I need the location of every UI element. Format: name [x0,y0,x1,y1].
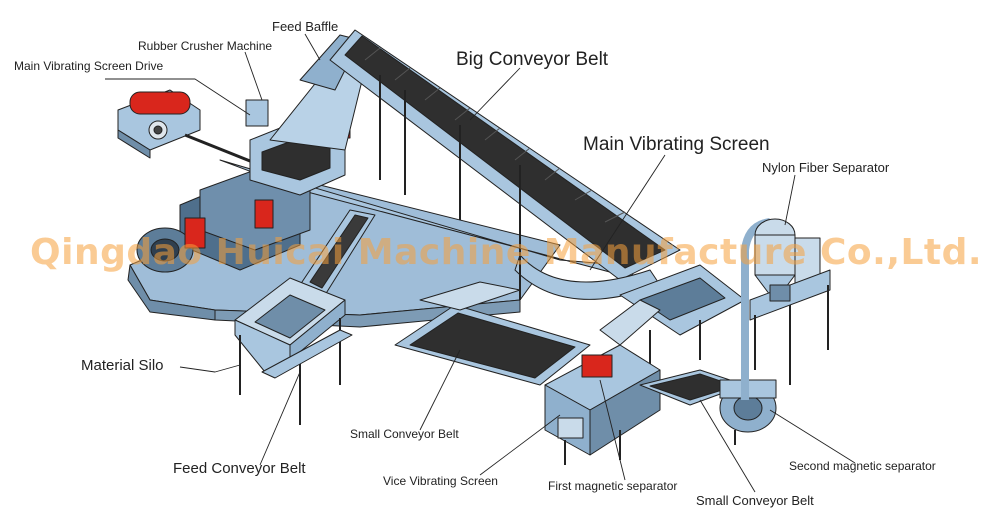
small-conveyor-belt-middle-shape [394,281,591,386]
watermark-text: Qingdao Huicai Machine Manufacture Co.,L… [30,232,981,273]
big-conveyor-belt [329,29,681,300]
vice-vibrating-screen-label: Vice Vibrating Screen [383,474,498,488]
center-incline-conveyor [299,209,376,296]
material-silo-shape [234,277,346,425]
main-vibrating-screen-label: Main Vibrating Screen [583,134,770,155]
leader-lines [105,33,856,493]
rubber-crusher-label: Rubber Crusher Machine [138,39,273,53]
nylon-fiber-separator-label: Nylon Fiber Separator [762,160,890,175]
small-conveyor-belt-label-2: Small Conveyor Belt [696,493,814,508]
main-vibrating-screen-shape [619,264,746,380]
feed-baffle-label: Feed Baffle [272,19,339,34]
small-conveyor-belt-label-1: Small Conveyor Belt [350,427,459,441]
first-magnetic-separator-label: First magnetic separator [548,479,678,493]
main-vibrating-screen-drive-label: Main Vibrating Screen Drive [14,59,164,73]
big-conveyor-belt-label: Big Conveyor Belt [456,49,609,70]
feed-conveyor-belt-label: Feed Conveyor Belt [173,460,306,477]
first-magnetic-separator-shape [544,299,661,465]
feed-conveyor-belt-shape [261,329,353,379]
material-silo-label: Material Silo [81,357,164,374]
nylon-fiber-separator-shape [741,218,831,400]
second-magnetic-separator-label: Second magnetic separator [789,459,936,473]
main-vibrating-screen-drive [117,89,261,167]
